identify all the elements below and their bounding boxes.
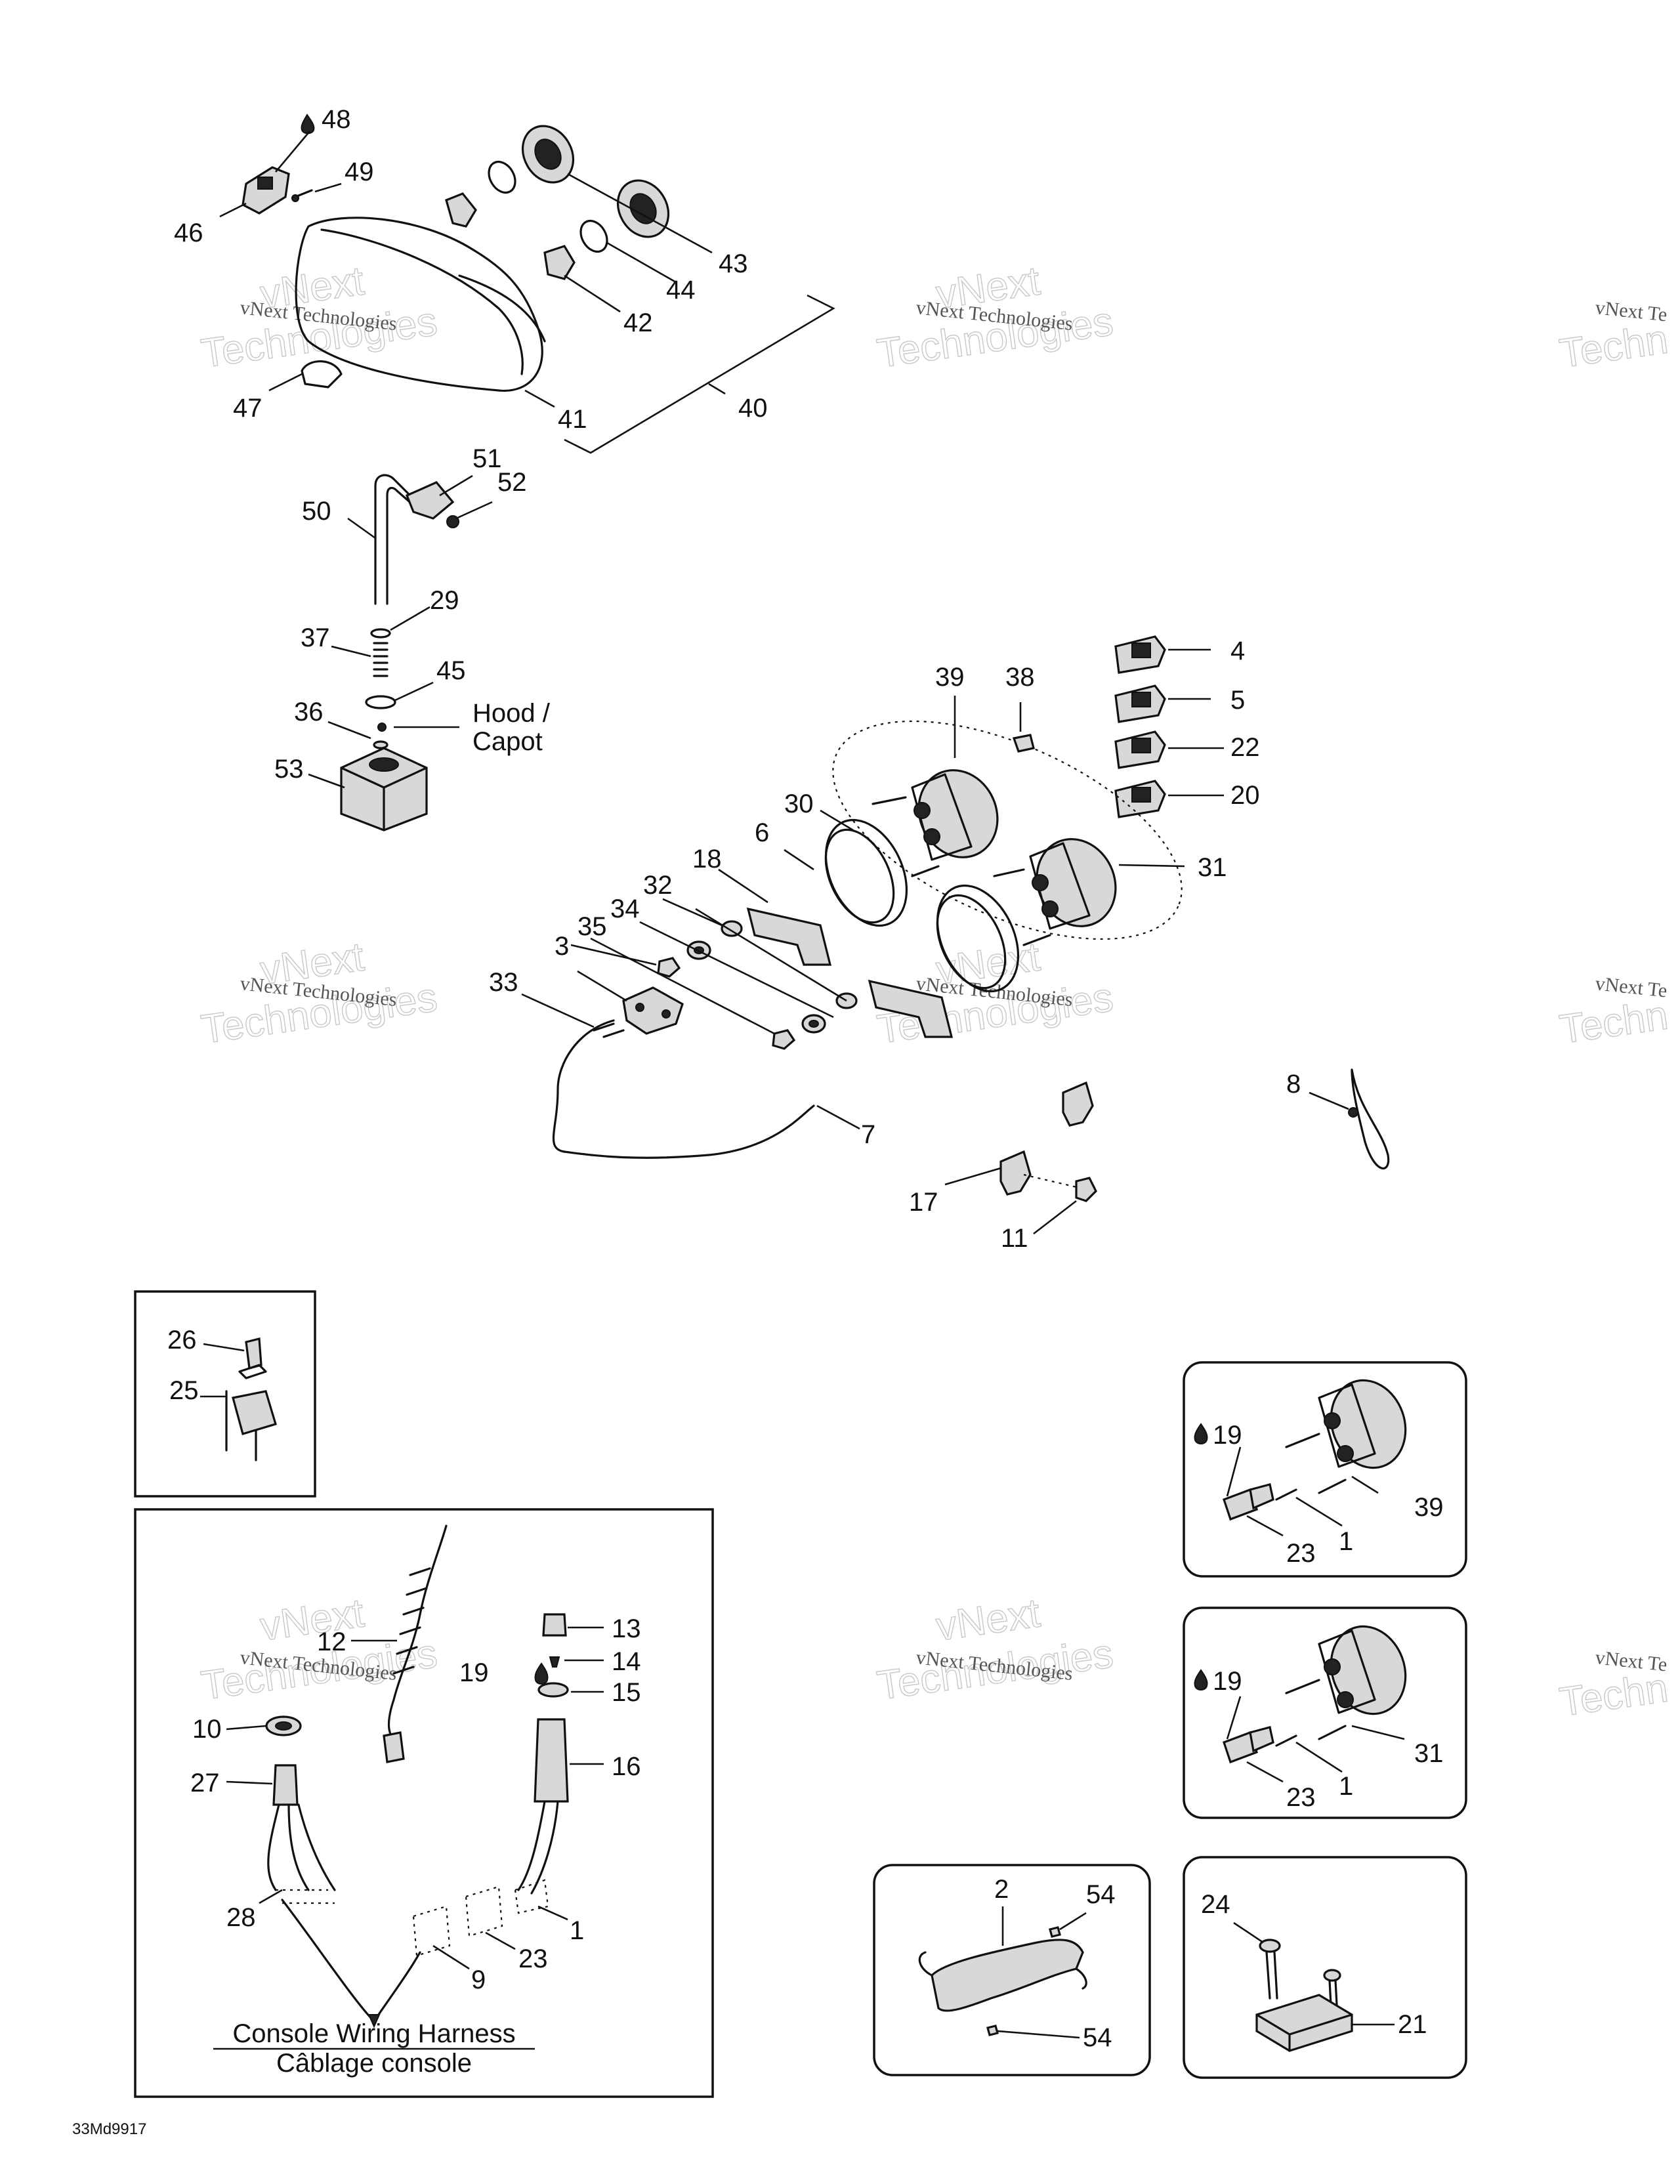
- callout-44: 44: [666, 276, 696, 304]
- hood-label-line1: Hood /: [472, 699, 551, 728]
- watermark: vNext Technologies vNext Technologies: [874, 1590, 1116, 1710]
- callout-8: 8: [1286, 1070, 1301, 1099]
- callout-19-inset-39: 19: [1213, 1421, 1242, 1450]
- callout-46: 46: [174, 219, 203, 247]
- callout-39-inset: 39: [1414, 1493, 1444, 1522]
- callout-33: 33: [489, 968, 518, 997]
- callout-12: 12: [317, 1628, 346, 1656]
- callout-13: 13: [612, 1614, 641, 1643]
- callout-1-inset-31: 1: [1339, 1772, 1353, 1801]
- hood-label-line2: Capot: [472, 727, 543, 756]
- callout-54-top: 54: [1086, 1880, 1116, 1909]
- watermark: vNext Technologies vNext Technologies: [874, 258, 1116, 377]
- callout-40: 40: [738, 394, 768, 423]
- drawing-code: 33Md9917: [72, 2120, 146, 2138]
- callout-23-inset-39: 23: [1286, 1539, 1316, 1568]
- callout-36: 36: [294, 698, 324, 726]
- callout-20: 20: [1230, 781, 1260, 810]
- watermark: vNext Technologies vNext Technologies: [198, 934, 440, 1053]
- svg-text:vNext: vNext: [257, 1590, 367, 1649]
- callout-51: 51: [472, 444, 502, 473]
- callout-labels: 48 49 46 43 44 42 47 41 40 51 52 50 29 3…: [167, 105, 1444, 2052]
- callout-25: 25: [169, 1376, 199, 1405]
- watermark-edge: vNext Te Techn vNext Te Techn vNext Te T…: [1557, 297, 1671, 1725]
- callout-37: 37: [301, 623, 330, 652]
- callout-42: 42: [623, 308, 653, 337]
- callout-31: 31: [1198, 853, 1227, 882]
- callout-16: 16: [612, 1752, 641, 1781]
- callout-23-harness: 23: [518, 1944, 548, 1973]
- bracket-2-box: [873, 1864, 1151, 2076]
- leader-lines: [200, 131, 1405, 2039]
- callout-53: 53: [274, 755, 304, 784]
- callout-6: 6: [755, 818, 769, 847]
- callout-32: 32: [643, 871, 673, 900]
- callout-4: 4: [1230, 637, 1245, 665]
- callout-1-inset-39: 1: [1339, 1527, 1353, 1556]
- callout-2: 2: [994, 1875, 1009, 1904]
- callout-29: 29: [430, 586, 459, 615]
- callout-47: 47: [233, 394, 262, 423]
- svg-text:Techn: Techn: [1557, 993, 1670, 1053]
- hood-hardware: [340, 474, 459, 831]
- callout-7: 7: [861, 1120, 875, 1149]
- callout-39: 39: [935, 663, 965, 692]
- callout-1-harness: 1: [570, 1916, 584, 1945]
- hood-label: Hood / Capot: [472, 699, 551, 756]
- harness-label-line2: Câblage console: [276, 2049, 472, 2078]
- switch-4: [1114, 635, 1166, 674]
- inset-gauge-31-box: [1183, 1606, 1467, 1819]
- svg-text:Techn: Techn: [1557, 317, 1670, 377]
- callout-19-harness: 19: [459, 1658, 489, 1687]
- callout-41: 41: [558, 405, 587, 434]
- callout-10: 10: [192, 1715, 222, 1744]
- callout-49: 49: [345, 158, 374, 186]
- callout-28: 28: [226, 1903, 256, 1932]
- callout-26: 26: [167, 1326, 197, 1354]
- callout-3: 3: [555, 932, 569, 961]
- key-switch-box: [134, 1290, 316, 1498]
- harness-label-line1: Console Wiring Harness: [232, 2019, 515, 2048]
- callout-35: 35: [578, 912, 607, 941]
- callout-17: 17: [909, 1188, 938, 1217]
- callout-24: 24: [1201, 1890, 1230, 1919]
- callout-23-inset-31: 23: [1286, 1783, 1316, 1812]
- switch-22: [1114, 730, 1166, 769]
- callout-21: 21: [1398, 2010, 1427, 2039]
- harness-label: Console Wiring Harness Câblage console: [213, 2019, 535, 2078]
- console-harness-box: [134, 1508, 714, 2098]
- callout-18: 18: [692, 845, 722, 873]
- callout-19-inset-31: 19: [1213, 1667, 1242, 1696]
- callout-27: 27: [190, 1769, 220, 1797]
- gauge-cluster: [552, 635, 1390, 1202]
- callout-30: 30: [784, 789, 814, 818]
- callout-34: 34: [610, 894, 640, 923]
- callout-31-inset: 31: [1414, 1739, 1444, 1768]
- callout-15: 15: [612, 1678, 641, 1707]
- inset-gauge-39-box: [1183, 1361, 1467, 1578]
- callout-5: 5: [1230, 686, 1245, 715]
- callout-52: 52: [497, 468, 527, 497]
- callout-38: 38: [1005, 663, 1035, 692]
- callout-54-bottom: 54: [1083, 2023, 1112, 2052]
- callout-11: 11: [1001, 1224, 1028, 1253]
- watermark: vNext Technologies vNext Technologies: [198, 258, 440, 377]
- watermark-group: vNext Technologies vNext Technologies vN…: [198, 258, 1671, 1726]
- module-21-box: [1183, 1856, 1467, 2079]
- callout-22: 22: [1230, 733, 1260, 762]
- switch-5: [1114, 684, 1166, 723]
- callout-43: 43: [719, 249, 748, 278]
- callout-45: 45: [436, 656, 466, 685]
- svg-text:Techn: Techn: [1557, 1666, 1670, 1725]
- callout-9: 9: [471, 1965, 486, 1994]
- callout-14: 14: [612, 1647, 641, 1676]
- callout-50: 50: [302, 497, 331, 526]
- callout-48: 48: [322, 105, 351, 134]
- switch-20: [1114, 780, 1166, 818]
- svg-text:vNext: vNext: [933, 1590, 1043, 1649]
